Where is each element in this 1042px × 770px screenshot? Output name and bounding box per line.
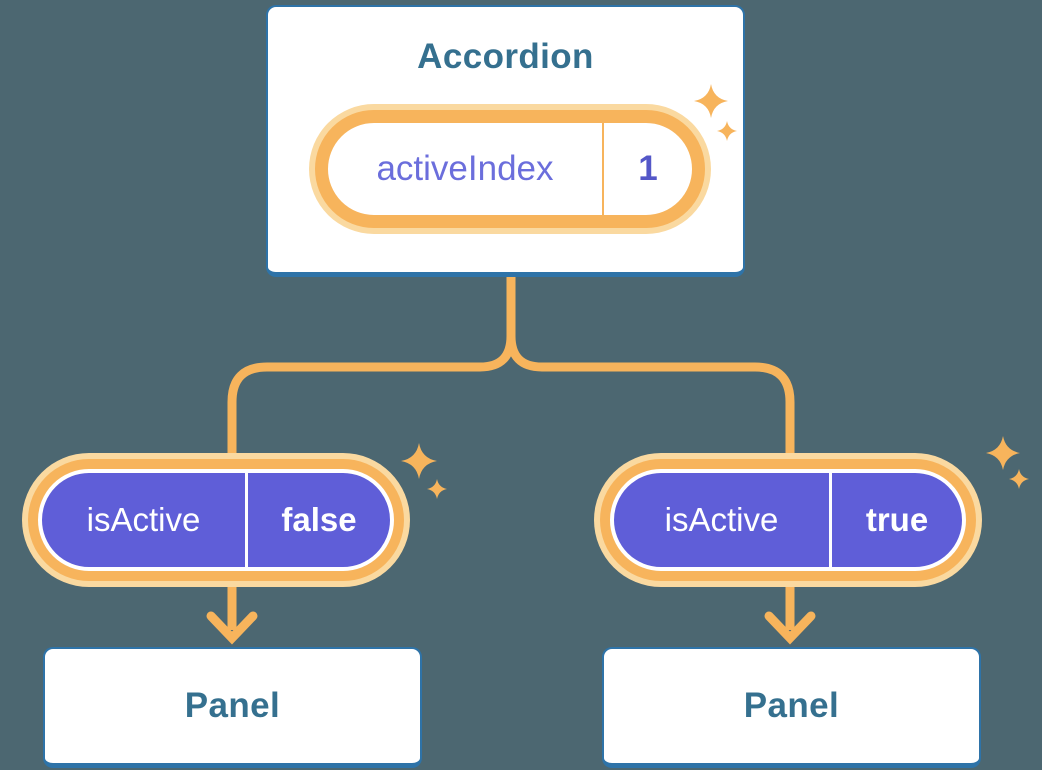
prop-label: isActive: [664, 501, 779, 538]
arrow-down-icon: [206, 611, 258, 645]
panel-title: Panel: [743, 686, 840, 725]
accordion-card: Accordion activeIndex 1: [266, 5, 745, 277]
state-value: 1: [638, 149, 658, 188]
is-active-prop-pill-left: isActive false: [38, 469, 394, 571]
accordion-title: Accordion: [417, 37, 594, 76]
panel-card-right: Panel: [602, 647, 981, 768]
prop-value: true: [865, 501, 929, 538]
pill-divider: [602, 123, 604, 215]
connector-branch-right: [506, 272, 795, 630]
panel-title: Panel: [184, 686, 281, 725]
prop-value: false: [281, 501, 357, 538]
pill-divider: [829, 473, 832, 567]
panel-card-left: Panel: [43, 647, 422, 768]
prop-label: isActive: [86, 501, 201, 538]
state-label: activeIndex: [376, 149, 554, 188]
sparkle-icon: [401, 443, 437, 479]
connector-branch-left: [227, 272, 516, 630]
arrow-down-icon: [764, 611, 816, 645]
is-active-prop-pill-right: isActive true: [610, 469, 966, 571]
sparkle-icon: [1009, 469, 1029, 489]
active-index-state-pill: activeIndex 1: [315, 110, 705, 228]
sparkle-icon: [427, 479, 447, 499]
sparkle-icon: [986, 436, 1020, 470]
